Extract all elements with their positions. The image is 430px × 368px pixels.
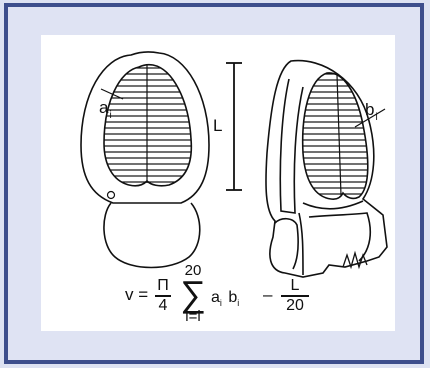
volume-formula: v = Π 4 20 ∑ i=l ai bi – L 20 xyxy=(125,263,325,337)
summation: 20 ∑ i=l xyxy=(176,263,210,325)
right-left-ventricle-cavity xyxy=(303,73,368,199)
fraction-pi-over-4: Π 4 xyxy=(155,277,171,315)
right-heart xyxy=(266,61,387,277)
left-atrium xyxy=(104,203,200,268)
left-valve-circle xyxy=(108,192,115,199)
left-heart xyxy=(81,52,209,268)
figure-frame: ai bi L v = Π 4 20 ∑ i=l ai bi – L xyxy=(4,3,424,364)
formula-product-term: ai bi xyxy=(211,289,241,307)
formula-lhs: v = xyxy=(125,285,148,305)
label-b-i: bi xyxy=(365,101,378,118)
left-ventricle-cavity xyxy=(104,65,191,186)
right-ventricle-wall xyxy=(280,79,303,213)
right-atrium-chamber xyxy=(275,219,298,269)
fraction-L-over-20: L 20 xyxy=(281,277,309,315)
diagram-panel: ai bi L v = Π 4 20 ∑ i=l ai bi – L xyxy=(41,35,395,331)
length-scale-bar xyxy=(226,63,242,190)
label-length: L xyxy=(213,117,222,134)
formula-minus: – xyxy=(263,285,272,305)
left-atrium-chamber xyxy=(309,213,370,261)
label-a-i: ai xyxy=(99,99,112,116)
mitral-plane xyxy=(303,201,363,209)
